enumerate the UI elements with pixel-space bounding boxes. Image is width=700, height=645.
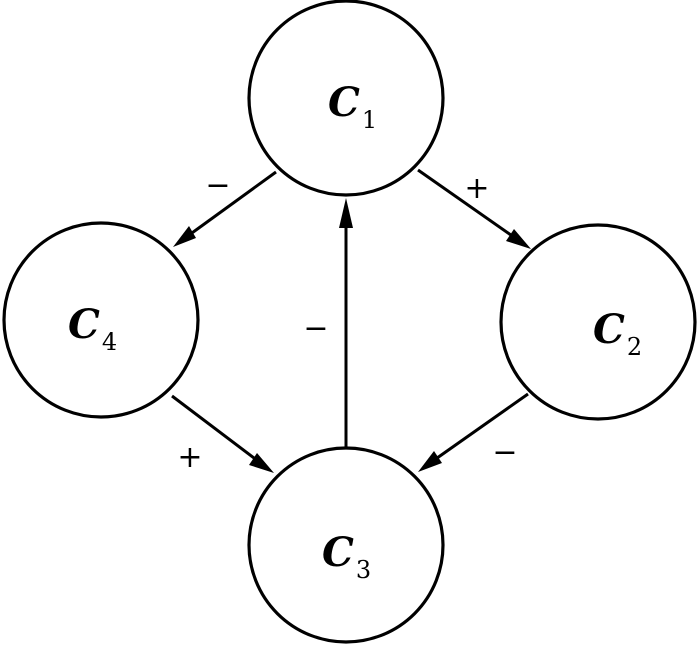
edge-c4-to-c3: + bbox=[171, 394, 274, 475]
arrowhead-icon bbox=[173, 226, 196, 247]
edge-line bbox=[184, 170, 277, 240]
arrowhead-icon bbox=[418, 451, 442, 472]
node-subscript: 4 bbox=[102, 328, 117, 356]
arrowhead-icon bbox=[506, 229, 531, 249]
node-circle bbox=[247, 446, 445, 644]
edge-sign-label: + bbox=[177, 440, 202, 475]
edge-c1-to-c4: − bbox=[173, 168, 277, 247]
node-subscript: 1 bbox=[362, 106, 377, 134]
node-c3: C3 bbox=[247, 446, 445, 644]
edge-sign-label: − bbox=[492, 435, 517, 470]
node-label: C4 bbox=[68, 301, 117, 356]
node-label: C3 bbox=[322, 529, 371, 584]
node-c2: C2 bbox=[499, 223, 697, 421]
node-label: C1 bbox=[328, 79, 377, 134]
node-c4: C4 bbox=[2, 221, 200, 419]
edge-line bbox=[417, 168, 519, 242]
node-label: C2 bbox=[593, 306, 642, 361]
node-letter: C bbox=[593, 306, 625, 353]
edge-sign-label: + bbox=[464, 171, 489, 206]
node-circle bbox=[247, 0, 445, 197]
edges: − + − + − bbox=[171, 168, 531, 475]
node-circle bbox=[499, 223, 697, 421]
node-circle bbox=[2, 221, 200, 419]
edge-c2-to-c3: − bbox=[418, 392, 529, 472]
node-letter: C bbox=[322, 529, 354, 576]
node-c1: C1 bbox=[247, 0, 445, 197]
edge-sign-label: − bbox=[303, 311, 328, 346]
edge-c1-to-c2: + bbox=[417, 168, 531, 249]
node-letter: C bbox=[68, 301, 100, 348]
edge-line bbox=[429, 392, 529, 465]
arrowhead-icon bbox=[339, 198, 353, 228]
node-subscript: 2 bbox=[627, 333, 642, 361]
arrowhead-icon bbox=[249, 453, 274, 473]
edge-sign-label: − bbox=[205, 168, 230, 203]
edge-line bbox=[171, 394, 263, 466]
edge-c3-to-c1: − bbox=[303, 198, 353, 447]
node-letter: C bbox=[328, 79, 360, 126]
node-subscript: 3 bbox=[356, 556, 371, 584]
